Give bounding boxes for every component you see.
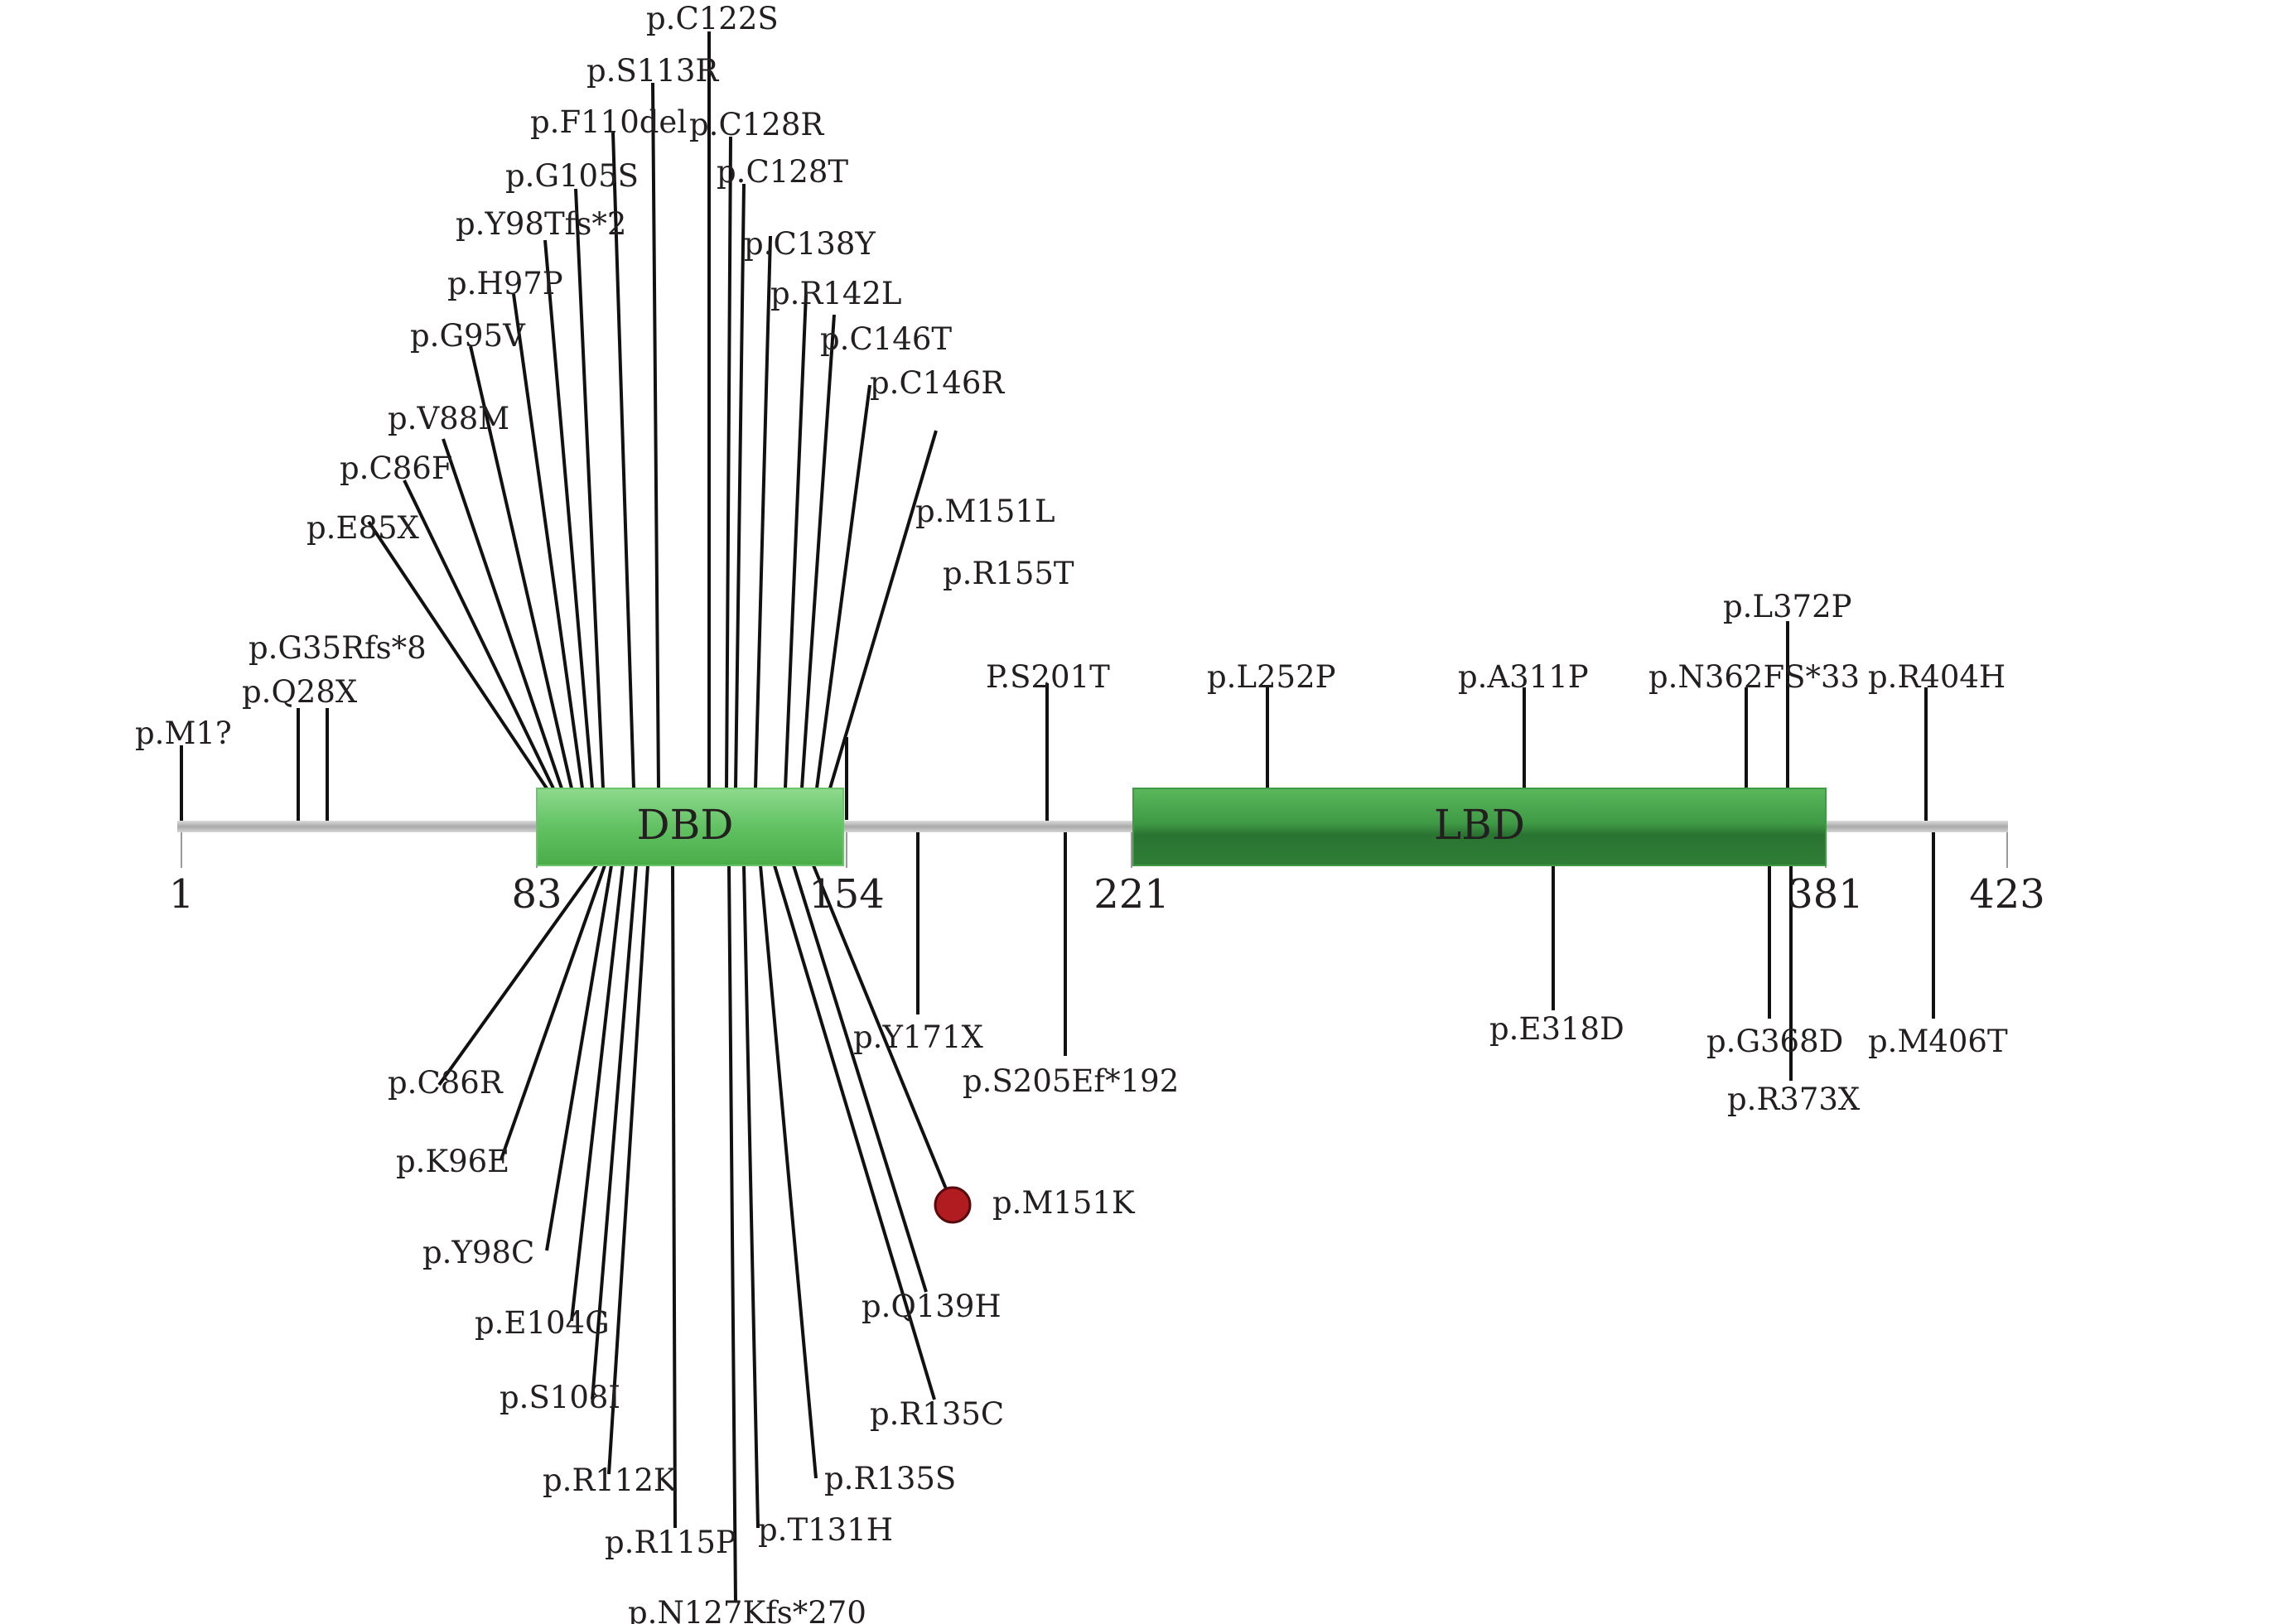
below-mutation-label: p.G368D [1706, 1024, 1843, 1059]
leader-lines-above [180, 31, 1928, 824]
above-mutation-label: p.C86F [340, 451, 453, 486]
position-label-423: 423 [1969, 871, 2045, 918]
above-leader-line [512, 293, 584, 789]
below-mutation-label: p.Y171X [853, 1019, 983, 1055]
below-mutation-label: p.R135S [824, 1461, 956, 1496]
below-leader-line [727, 865, 737, 1603]
above-mutation-label: p.L252P [1207, 659, 1336, 695]
below-mutation-label: p.Q139H [862, 1289, 1002, 1324]
position-label-221: 221 [1093, 871, 1170, 918]
mutation-marker-dot [934, 1186, 972, 1224]
above-leader-line [734, 183, 746, 789]
below-leader-line [570, 865, 625, 1322]
above-mutation-label: p.C128R [689, 107, 824, 142]
below-mutation-label: p.C86R [388, 1065, 504, 1101]
above-leader-line [651, 82, 660, 789]
mutation-labels-below: p.C86R p.K96E p.Y98C p.E104G p.S108I p.R112K p… [388, 1011, 2008, 1624]
above-mutation-label: p.F110del [530, 104, 687, 140]
below-leader-line [437, 864, 598, 1087]
above-mutation-label: p.C146T [820, 321, 952, 357]
below-mutation-label: p.K96E [396, 1144, 509, 1179]
above-leader-line [754, 235, 772, 789]
above-leader-line [815, 384, 871, 789]
below-leader-line [773, 865, 936, 1400]
above-leader-line [611, 132, 635, 789]
above-mutation-label: p.A311P [1458, 659, 1589, 695]
below-mutation-label: p.S108I [500, 1380, 620, 1415]
below-mutation-label: p.M406T [1868, 1024, 2008, 1059]
below-mutation-label: p.R373X [1727, 1082, 1861, 1117]
above-mutation-label: p.H97P [447, 266, 563, 301]
domain-dbd-label: DBD [637, 801, 734, 849]
above-mutation-label: P.S201T [986, 659, 1110, 695]
above-leader-line [442, 438, 563, 789]
domain-lbd-label: LBD [1434, 801, 1525, 849]
above-mutation-label: p.G105S [505, 158, 639, 194]
above-leader-line [403, 479, 555, 789]
below-mutation-label: p.E104G [475, 1305, 610, 1341]
below-leader-line [591, 865, 638, 1400]
mutation-markers [934, 1186, 972, 1224]
above-mutation-label: p.C122S [646, 1, 779, 36]
above-mutation-label: p.S113R [586, 53, 719, 89]
below-mutation-label: p.R135C [870, 1396, 1004, 1432]
above-mutation-label: p.Q28X [242, 674, 358, 710]
domain-lbd-box [1132, 788, 1827, 866]
above-mutation-label: p.V88M [388, 401, 509, 436]
above-mutation-label: p.C146R [870, 365, 1005, 401]
above-mutation-label: p.R155T [943, 556, 1074, 591]
above-leader-line [543, 239, 594, 789]
position-labels: 1 83 154 221 381 423 [169, 871, 2045, 918]
above-mutation-label: p.M1? [135, 716, 232, 751]
above-mutation-label: p.G95V [410, 318, 526, 354]
below-leader-line [500, 865, 606, 1160]
below-mutation-label: p.R112K [543, 1463, 678, 1498]
below-mutation-label: p.E318D [1489, 1011, 1624, 1047]
above-mutation-label: p.E85X [306, 510, 420, 546]
below-leader-line [607, 865, 649, 1475]
above-mutation-label: p.Y98Tfs*2 [456, 206, 626, 242]
below-leader-line [671, 865, 677, 1529]
below-mutation-label: p.M151K [992, 1185, 1136, 1221]
domain-dbd-box [536, 788, 844, 866]
domain-dbd: DBD [536, 788, 844, 866]
below-leader-line [545, 865, 613, 1251]
above-leader-line [784, 293, 808, 789]
above-mutation-label: p.C138Y [744, 226, 876, 262]
above-leader-line [367, 520, 548, 790]
above-leader-line [828, 430, 938, 789]
below-mutation-label: p.N127Kfs*270 [628, 1595, 866, 1624]
above-leader-line [800, 314, 836, 789]
below-leader-line [792, 865, 928, 1293]
above-mutation-label: p.R404H [1868, 659, 2005, 695]
leader-lines-below [437, 832, 1935, 1603]
above-mutation-label: p.M151L [915, 494, 1055, 529]
above-leader-line [725, 136, 732, 789]
position-label-83: 83 [511, 871, 562, 918]
position-label-1: 1 [169, 871, 195, 918]
below-mutation-label: p.S205Ef*192 [963, 1063, 1179, 1099]
below-mutation-label: p.R115P [605, 1525, 736, 1560]
below-mutation-label: p.Y98C [422, 1235, 534, 1270]
above-mutation-label: p.L372P [1723, 589, 1852, 624]
above-leader-line [574, 188, 605, 789]
above-leader-line [469, 345, 573, 789]
below-leader-line [812, 865, 954, 1206]
above-mutation-label: p.R142L [770, 276, 902, 311]
above-mutation-label: p.N362FS*33 [1648, 659, 1860, 695]
below-leader-line [742, 865, 760, 1529]
below-leader-line [759, 865, 818, 1479]
position-label-154: 154 [808, 871, 885, 918]
below-mutation-label: p.T131H [758, 1512, 893, 1548]
position-label-381: 381 [1788, 871, 1864, 918]
mutation-labels-above: p.M1? p.Q28X p.G35Rfs*8 p.E85X p.C86F p.V88M p… [135, 1, 2005, 751]
above-mutation-label: p.C128T [717, 154, 848, 190]
above-mutation-label: p.G35Rfs*8 [249, 630, 427, 666]
domain-lbd: LBD [1132, 788, 1827, 866]
